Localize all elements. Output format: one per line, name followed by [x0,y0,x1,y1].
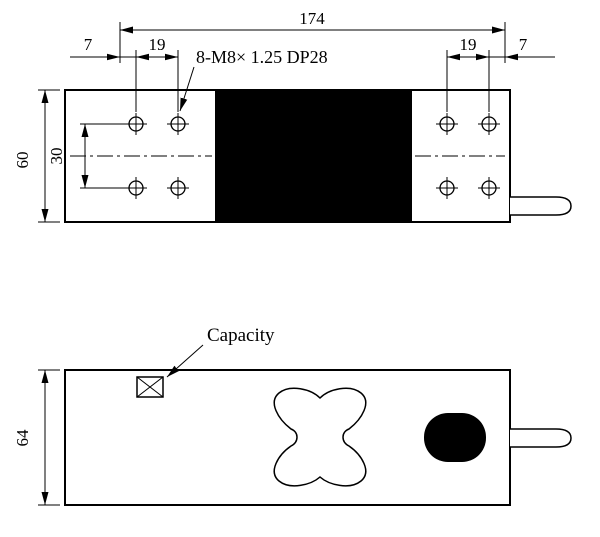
bolt-hole [436,177,458,199]
dim-label-30: 30 [47,148,66,165]
capacity-callout: Capacity [166,325,275,378]
dim-label-7-left: 7 [84,35,93,54]
thread-callout: 8-M8× 1.25 DP28 [179,47,328,112]
thread-note-text: 8-M8× 1.25 DP28 [196,47,328,67]
thread-leader-line [179,66,195,112]
bolt-hole [167,113,189,135]
bolt-hole [167,177,189,199]
center-black-block [215,90,412,222]
dim-label-19-left: 19 [149,35,166,54]
capacity-text: Capacity [207,325,275,346]
dim-label-60: 60 [13,152,32,169]
dim-body-height-60: 60 [13,89,60,223]
dim-total-length: 174 [119,9,506,63]
bottom-view: Capacity 64 [13,325,572,506]
capacity-marker-box [136,376,164,398]
bolt-hole [436,113,458,135]
bolt-hole [478,113,500,135]
capacity-leader-line [166,344,204,378]
dim-label-174: 174 [299,9,325,28]
cable-gland-oval [424,413,486,462]
top-view: 174 7 19 19 7 8-M8× 1.25 DP28 [13,9,572,223]
bolt-holes [125,113,500,199]
dim-label-7-right: 7 [519,35,528,54]
dim-hole-rows-30: 30 [47,123,125,189]
bolt-hole [478,177,500,199]
flexure-cutout-outline [273,387,367,487]
dim-left-hole-pattern: 7 19 [70,35,179,112]
cable-bottom-view [510,428,572,448]
dim-label-19-right: 19 [460,35,477,54]
cable-top-view [510,196,572,216]
dim-body-height-64: 64 [13,369,60,506]
bolt-hole [125,177,147,199]
dim-right-hole-pattern: 19 7 [446,35,555,112]
bolt-hole [125,113,147,135]
dim-label-64: 64 [13,429,32,447]
